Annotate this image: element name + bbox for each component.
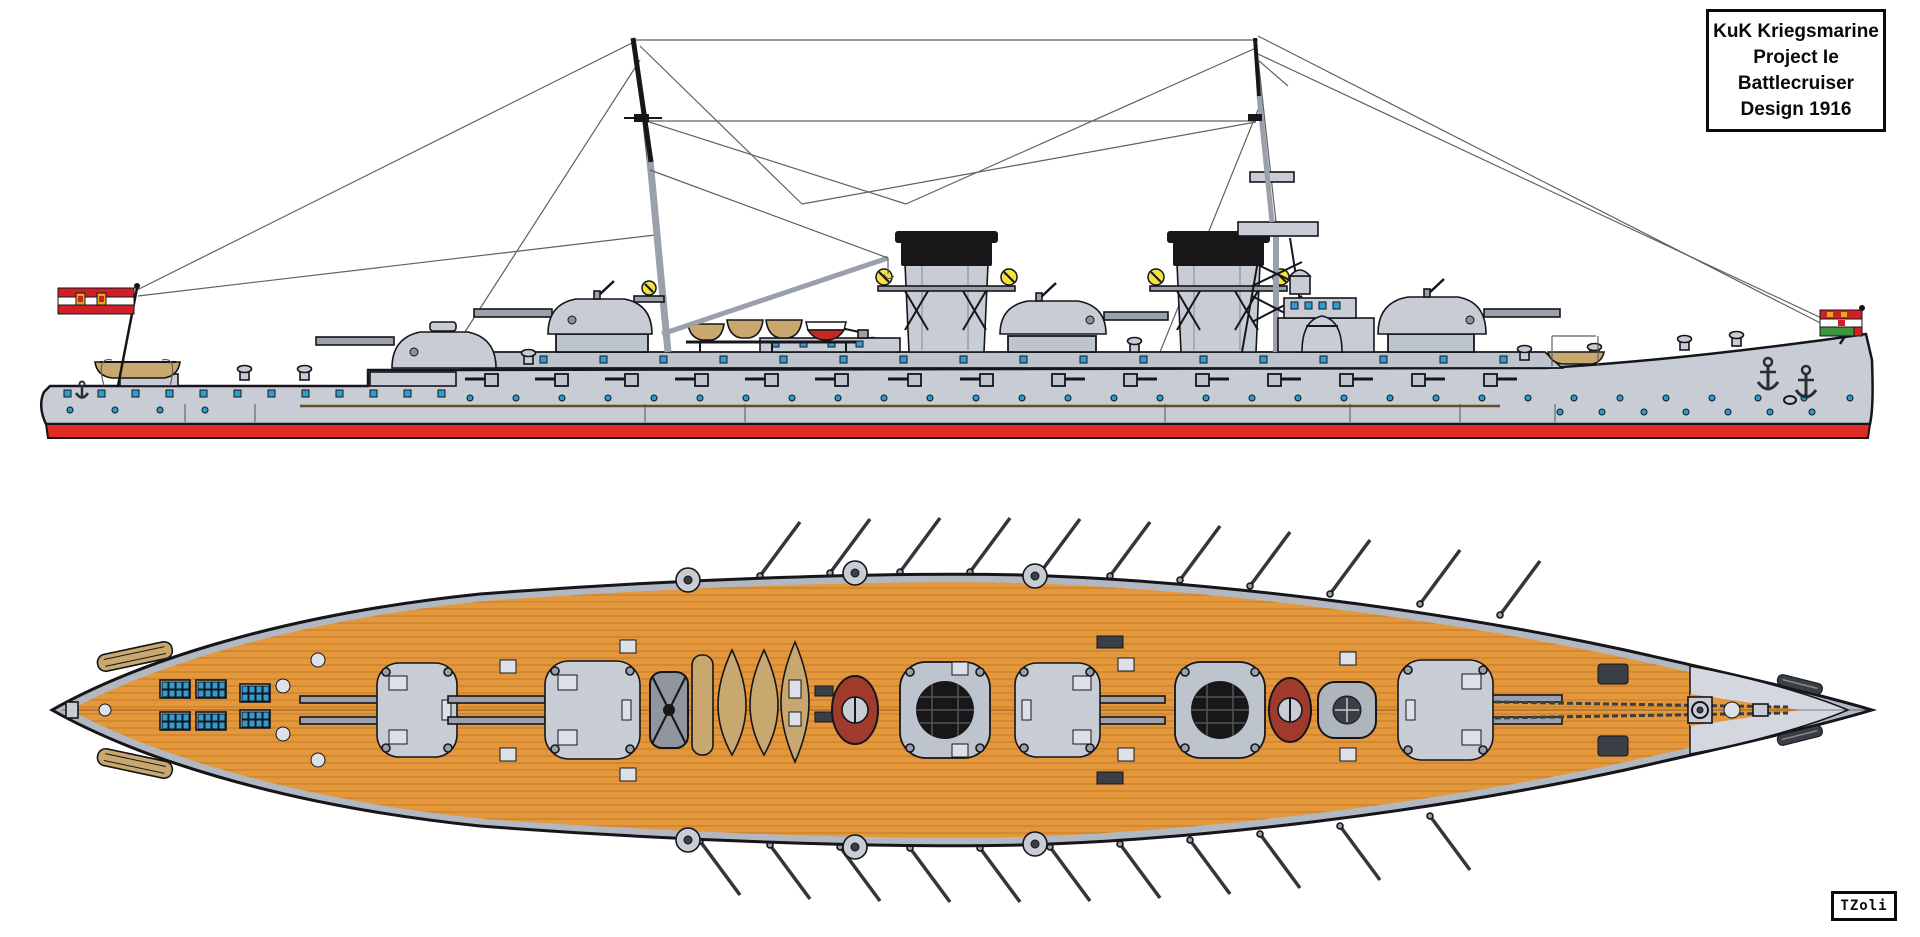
stowed-boats	[687, 319, 847, 341]
mainmast	[624, 37, 895, 353]
stern-ensign-flag	[57, 283, 140, 387]
plan-view	[48, 516, 1878, 904]
turret-q-midships	[999, 282, 1169, 353]
conning-tower	[1301, 315, 1343, 353]
stern-boat	[94, 358, 181, 387]
turret-x-superfiring-aft	[473, 280, 653, 353]
boat-derrick	[649, 169, 895, 337]
aa-gun	[1035, 282, 1057, 302]
aft-superstructure	[686, 319, 901, 353]
searchlight	[1000, 268, 1018, 286]
stern-anchor-icon	[74, 380, 90, 399]
aa-gun	[593, 280, 615, 300]
forward-funnel-plan	[1174, 661, 1266, 759]
bow-wood-point	[1690, 694, 1800, 726]
forward-superstructure	[1277, 269, 1375, 353]
casemate-guns	[465, 373, 1517, 387]
searchlight	[641, 280, 657, 296]
hawse-pipe	[1783, 395, 1797, 405]
turret-q-plan	[1014, 662, 1166, 758]
artist-signature-box: TZoli	[1831, 891, 1897, 921]
title-line-4: Design 1916	[1740, 99, 1852, 120]
skylight-grids	[159, 679, 271, 731]
square-ports	[63, 389, 446, 398]
artist-signature: TZoli	[1840, 898, 1888, 914]
deck-hatches	[499, 635, 1357, 785]
uptake-oval-aft	[831, 675, 879, 745]
stowed-anchor-port	[1776, 674, 1823, 695]
forward-funnel	[1147, 231, 1290, 353]
turret-y-aft	[315, 321, 497, 369]
boats-athwartships	[691, 639, 834, 764]
anchor-gear	[1494, 663, 1823, 757]
bow-jack-flag	[1819, 305, 1865, 345]
turret-b-forward	[1377, 278, 1561, 353]
foremast-base-plan	[1317, 681, 1377, 739]
rangefinder-tower	[1288, 269, 1312, 295]
stowed-anchor-starboard	[1776, 725, 1823, 746]
stern-boat-port	[96, 640, 174, 673]
aft-funnel-plan	[899, 661, 991, 759]
waterline-stripe	[44, 423, 1872, 439]
shelter-deck-band	[461, 351, 1565, 369]
forecastle-boat	[1547, 335, 1605, 366]
searchlight	[1147, 268, 1165, 286]
turret-y-plan	[299, 662, 458, 758]
bow-anchors	[1756, 356, 1818, 399]
shelter-deck-windows	[479, 355, 1508, 364]
aa-gun	[1423, 278, 1445, 298]
title-line-2: Project Ie	[1753, 47, 1839, 68]
uptake-oval-forward	[1268, 677, 1312, 743]
rigging-wires	[136, 35, 1863, 353]
mainmast-base-plan	[649, 671, 689, 749]
title-box: KuK Kriegsmarine Project Ie Battlecruise…	[1706, 9, 1886, 132]
turret-b-plan	[1397, 659, 1563, 761]
portholes	[66, 394, 1854, 416]
title-line-3: Battlecruiser	[1737, 73, 1855, 94]
aft-deckhouse	[369, 371, 457, 387]
stern-boat-starboard	[96, 747, 174, 780]
title-line-1: KuK Kriegsmarine	[1713, 21, 1879, 42]
stern-deck-fittings	[65, 640, 326, 780]
turret-x-plan	[447, 660, 641, 760]
edge-gun-platforms	[675, 560, 1048, 860]
aft-funnel	[875, 231, 1018, 353]
motor-boat	[805, 321, 847, 341]
searchlight	[875, 268, 893, 286]
profile-view	[40, 35, 1874, 439]
